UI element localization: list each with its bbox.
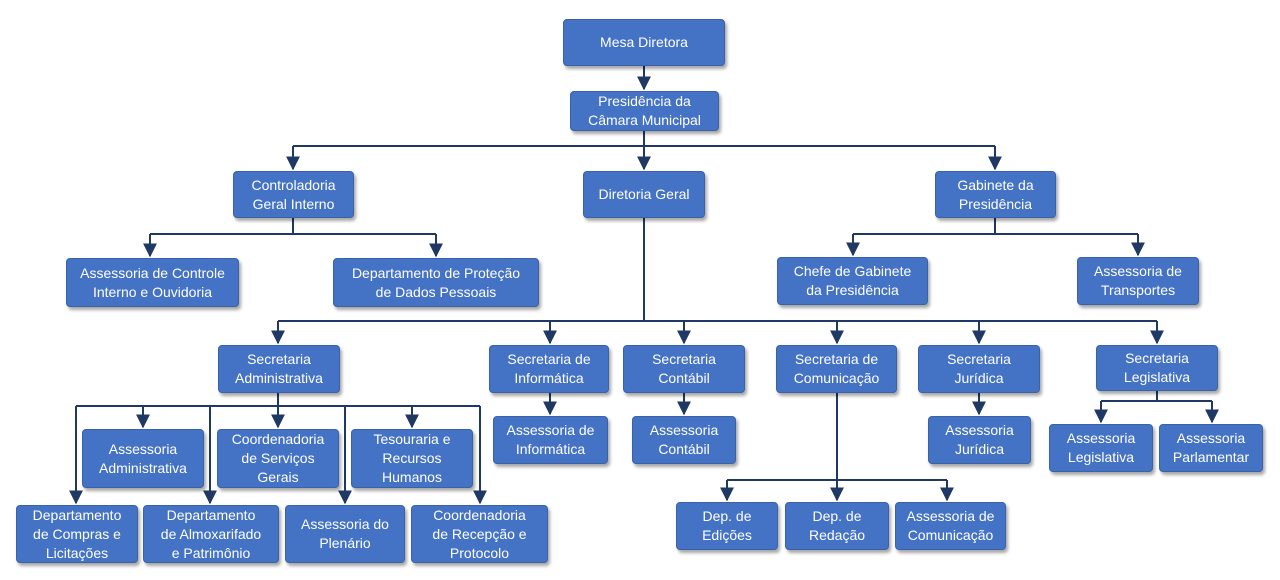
node-label: Assessoria Administrativa xyxy=(99,440,187,476)
node-label: Assessoria do Plenário xyxy=(301,516,389,551)
node-label: Secretaria Legislativa xyxy=(1123,350,1191,385)
node-departamento-compras: Departamento de Compras e Licitações xyxy=(16,505,138,563)
node-label: Dep. de Edições xyxy=(702,508,752,543)
node-label: Coordenadoria de Recepção e Protocolo xyxy=(432,506,527,561)
node-label: Departamento de Almoxarifado e Patrimôni… xyxy=(160,506,262,561)
node-secretaria-legislativa: Secretaria Legislativa xyxy=(1096,345,1218,391)
node-label: Controladoria Geral Interno xyxy=(251,176,336,212)
node-label: Secretaria de Comunicação xyxy=(793,351,880,386)
node-tesouraria: Tesouraria e Recursos Humanos xyxy=(351,429,473,488)
node-label: Assessoria Legislativa xyxy=(1066,430,1136,465)
node-label: Secretaria Administrativa xyxy=(235,351,323,386)
node-assessoria-parlamentar: Assessoria Parlamentar xyxy=(1159,424,1263,472)
node-label: Diretoria Geral xyxy=(598,186,690,202)
node-label: Dep. de Redação xyxy=(808,508,866,543)
node-label: Tesouraria e Recursos Humanos xyxy=(373,431,451,485)
node-assessoria-transportes: Assessoria de Transportes xyxy=(1077,257,1199,305)
node-label: Secretaria Contábil xyxy=(652,351,716,386)
node-secretaria-administrativa: Secretaria Administrativa xyxy=(218,345,340,393)
node-mesa-diretora: Mesa Diretora xyxy=(563,19,725,66)
node-controladoria: Controladoria Geral Interno xyxy=(233,171,354,218)
node-label: Assessoria Contábil xyxy=(649,422,719,457)
node-label: Assessoria de Comunicação xyxy=(906,508,995,543)
node-diretoria-geral: Diretoria Geral xyxy=(583,171,705,218)
node-secretaria-juridica: Secretaria Jurídica xyxy=(918,345,1040,393)
node-gabinete-presidencia: Gabinete da Presidência xyxy=(935,171,1056,218)
node-assessoria-juridica: Assessoria Jurídica xyxy=(928,416,1031,464)
node-coordenadoria-servicos: Coordenadoria de Serviços Gerais xyxy=(217,429,339,488)
node-presidencia-camara: Presidência da Câmara Municipal xyxy=(570,91,719,131)
node-departamento-protecao: Departamento de Proteção de Dados Pessoa… xyxy=(333,258,539,307)
node-label: Assessoria Parlamentar xyxy=(1172,430,1250,465)
node-label: Chefe de Gabinete da Presidência xyxy=(793,263,912,298)
node-coordenadoria-recepcao: Coordenadoria de Recepção e Protocolo xyxy=(411,505,548,563)
node-label: Mesa Diretora xyxy=(600,34,688,50)
node-assessoria-controle: Assessoria de Controle Interno e Ouvidor… xyxy=(66,258,239,307)
node-label: Assessoria de Transportes xyxy=(1094,263,1182,298)
node-label: Assessoria de Informática xyxy=(506,422,595,457)
node-secretaria-comunicacao: Secretaria de Comunicação xyxy=(776,345,897,393)
node-label: Gabinete da Presidência xyxy=(957,176,1034,212)
node-assessoria-plenario: Assessoria do Plenário xyxy=(285,505,405,563)
node-secretaria-contabil: Secretaria Contábil xyxy=(623,345,745,393)
node-assessoria-legislativa: Assessoria Legislativa xyxy=(1049,424,1153,472)
node-label: Assessoria de Controle Interno e Ouvidor… xyxy=(80,264,225,300)
node-label: Departamento de Proteção de Dados Pessoa… xyxy=(351,264,521,300)
node-chefe-gabinete: Chefe de Gabinete da Presidência xyxy=(777,257,928,305)
node-label: Secretaria de Informática xyxy=(507,351,591,386)
node-secretaria-informatica: Secretaria de Informática xyxy=(489,345,609,393)
node-dep-edicoes: Dep. de Edições xyxy=(676,502,778,550)
node-label: Presidência da Câmara Municipal xyxy=(588,93,701,128)
node-departamento-almoxarifado: Departamento de Almoxarifado e Patrimôni… xyxy=(143,505,279,563)
node-dep-redacao: Dep. de Redação xyxy=(785,502,889,550)
node-assessoria-comunicacao: Assessoria de Comunicação xyxy=(895,502,1006,550)
node-assessoria-informatica: Assessoria de Informática xyxy=(493,416,608,464)
node-label: Assessoria Jurídica xyxy=(945,422,1014,457)
node-label: Coordenadoria de Serviços Gerais xyxy=(231,431,325,485)
node-assessoria-contabil: Assessoria Contábil xyxy=(632,416,736,464)
node-label: Secretaria Jurídica xyxy=(947,351,1011,386)
node-assessoria-administrativa: Assessoria Administrativa xyxy=(82,429,204,488)
node-label: Departamento de Compras e Licitações xyxy=(32,506,122,561)
